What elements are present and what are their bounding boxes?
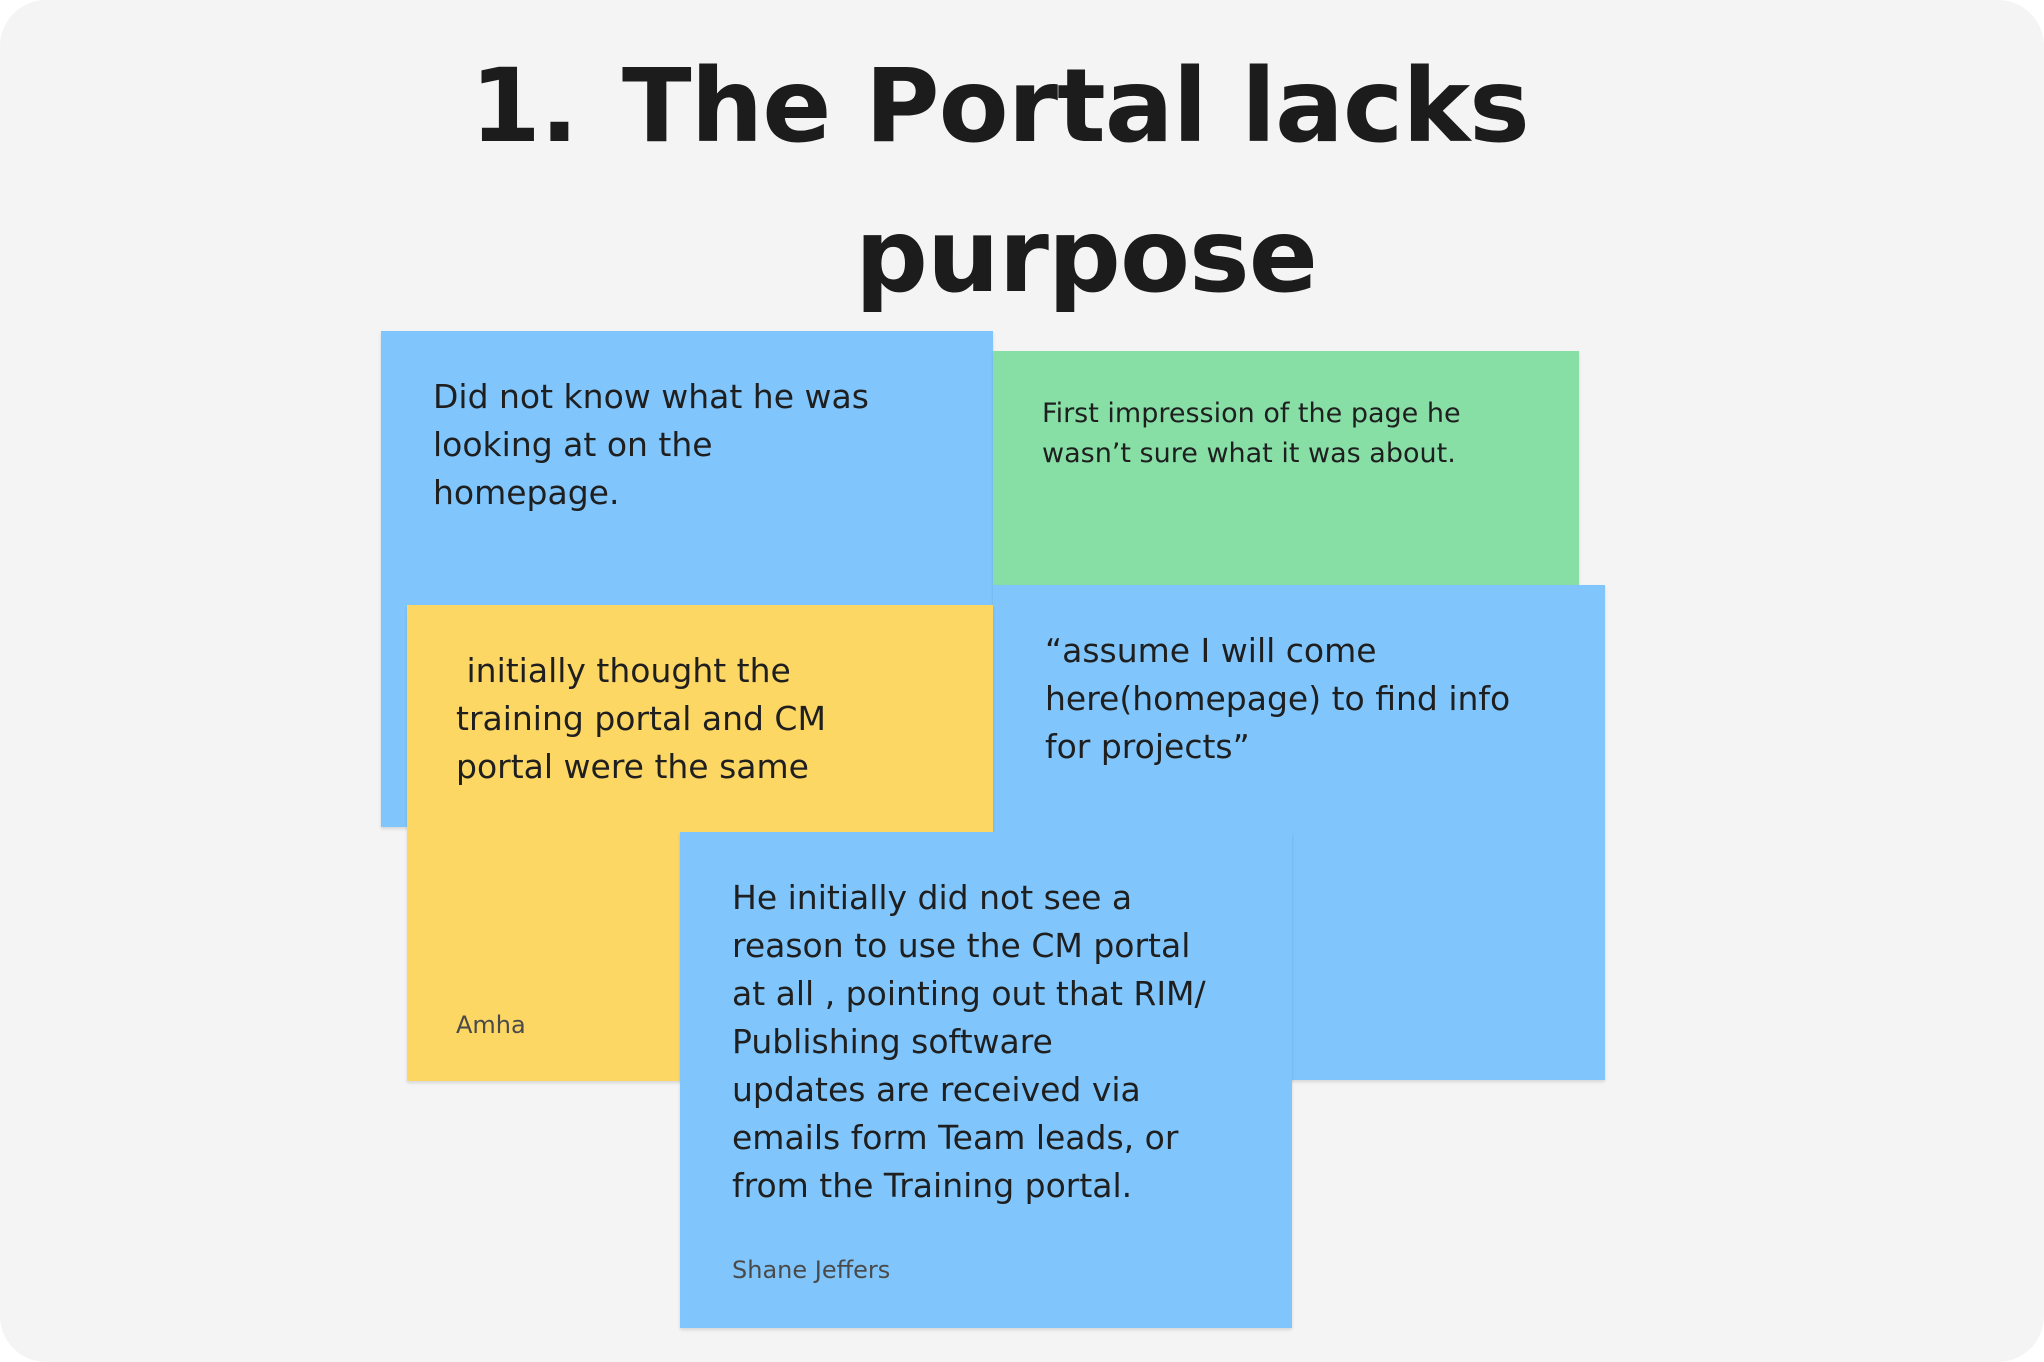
heading-number: 1. xyxy=(470,47,579,166)
heading-title-line2: purpose xyxy=(855,197,1318,316)
sticky-note-author: Amha xyxy=(456,1011,526,1039)
heading-title-line1: The Portal lacks xyxy=(622,47,1530,166)
sticky-note-author: Shane Jeffers xyxy=(732,1256,891,1284)
